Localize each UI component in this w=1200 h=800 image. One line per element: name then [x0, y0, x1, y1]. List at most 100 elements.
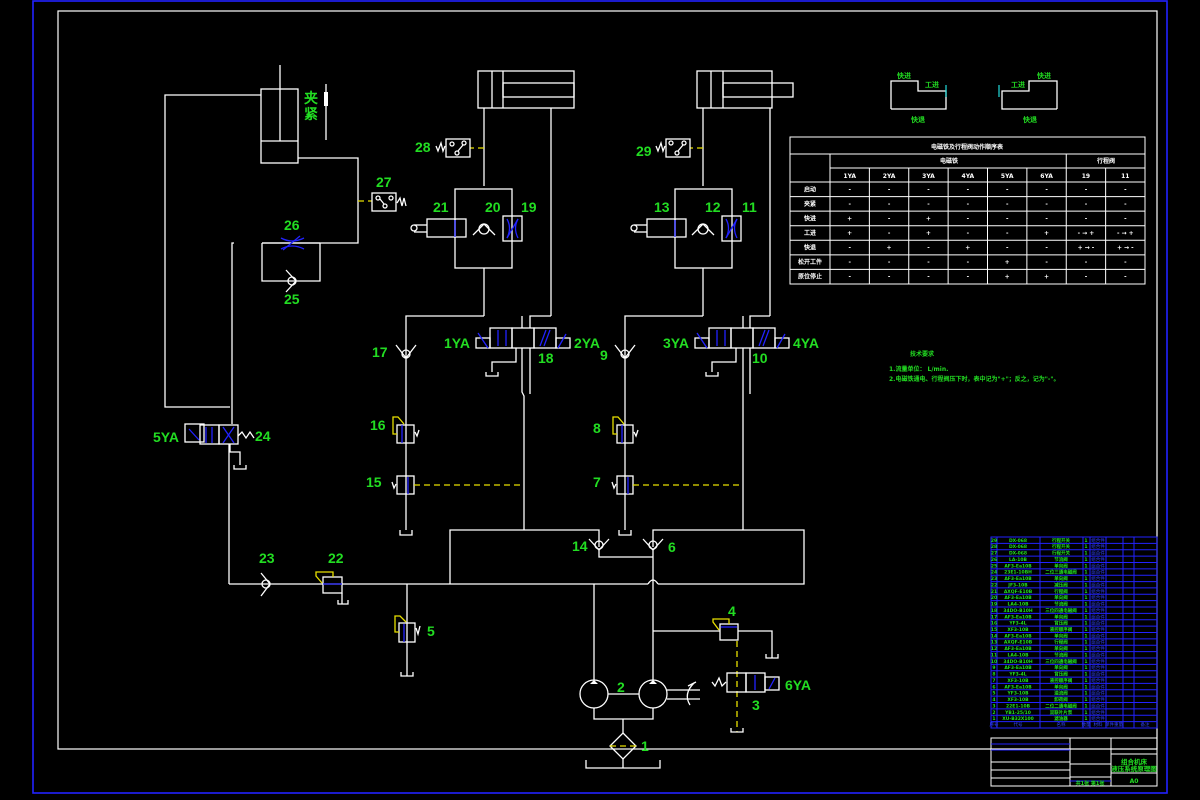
table-cell: + → -	[1117, 245, 1134, 252]
bom-material: 组合件	[1091, 613, 1105, 620]
bom-material: 组合件	[1091, 620, 1105, 627]
bom-name: 单向阀	[1054, 562, 1068, 569]
table-cell: -	[1124, 186, 1127, 193]
bom-material: 组合件	[1091, 658, 1105, 665]
bom-qty: 1	[1084, 538, 1087, 544]
label-1YA: 1YA	[444, 335, 470, 351]
table-cell: -	[927, 186, 930, 193]
bom-no: 16	[991, 621, 997, 627]
bom-code: XU-B32X100	[1002, 716, 1034, 722]
bom-name: 单向阀	[1054, 645, 1068, 652]
svg-text:工进: 工进	[925, 80, 939, 89]
directional-valve-18	[475, 327, 571, 349]
column-header: 11	[1121, 173, 1129, 180]
bom-qty: 1	[1084, 684, 1087, 690]
bom-no: 24	[991, 570, 997, 576]
bom-no: 29	[991, 538, 997, 544]
outer-frame	[32, 0, 1168, 794]
table-cell: -	[1085, 274, 1088, 281]
label-17: 17	[372, 344, 388, 360]
bom-no: 17	[991, 614, 997, 620]
unloading-valve-4	[712, 618, 779, 732]
table-cell: +	[887, 245, 892, 252]
svg-text:快退: 快退	[911, 115, 925, 124]
bom-code: AF3-Ea10B	[1004, 576, 1032, 582]
table-cell: +	[926, 215, 931, 222]
throttle-valve-11	[721, 215, 742, 242]
bom-code: YB1-25/10	[1004, 710, 1031, 716]
label-2: 2	[617, 679, 625, 695]
table-cell: -	[1085, 259, 1088, 266]
bom-code: 34DO-B10H	[1003, 608, 1032, 614]
bom-name: 单向阀	[1054, 575, 1068, 582]
bom-material: 组合件	[1091, 696, 1105, 703]
row-action: 快进	[803, 214, 816, 222]
bom-qty: 1	[1084, 646, 1087, 652]
group-valve-header: 行程阀	[1096, 157, 1115, 165]
bom-code: 23E1-10BH	[1004, 570, 1032, 576]
label-29: 29	[636, 143, 652, 159]
table-cell: -	[888, 201, 891, 208]
sequence-table-title: 电磁铁及行程阀动作顺序表	[931, 143, 1004, 151]
label-24: 24	[255, 428, 271, 444]
table-cell: -	[888, 186, 891, 193]
table-cell: -	[848, 245, 851, 252]
bom-qty: 1	[1084, 576, 1087, 582]
bom-name: 液控顺序阀	[1050, 677, 1073, 684]
sequence-valve-15	[391, 475, 415, 495]
bom-no: 7	[992, 678, 995, 684]
table-cell: -	[1124, 259, 1127, 266]
sheet-size: A0	[1130, 778, 1139, 785]
table-cell: -	[1124, 274, 1127, 281]
label-12: 12	[705, 199, 721, 215]
bom-material: 组合件	[1091, 537, 1105, 544]
table-cell: -	[1085, 186, 1088, 193]
bom-name: 二位三通电磁阀	[1045, 569, 1077, 576]
bom-qty: 1	[1084, 595, 1087, 601]
label-9: 9	[600, 347, 608, 363]
column-header: 6YA	[1040, 173, 1053, 180]
bom-material: 组合件	[1091, 543, 1105, 550]
bom-qty: 1	[1084, 678, 1087, 684]
bom-qty: 1	[1084, 633, 1087, 639]
bom-code: LA4-10B	[1007, 602, 1029, 608]
label-25: 25	[284, 291, 300, 307]
bom-qty: 1	[1084, 691, 1087, 697]
clamp-label-2: 紧	[304, 107, 318, 123]
bom-material: 组合件	[1091, 690, 1105, 697]
bom-qty: 1	[1084, 665, 1087, 671]
table-cell: -	[848, 201, 851, 208]
bom-material: 组合件	[1091, 632, 1105, 639]
back-pressure-valve-8	[612, 416, 639, 444]
bom-no: 14	[991, 633, 997, 639]
table-cell: -	[1006, 245, 1009, 252]
bom-header: 序号	[990, 721, 999, 728]
table-cell: -	[967, 259, 970, 266]
label-21: 21	[433, 199, 449, 215]
label-2YA: 2YA	[574, 335, 600, 351]
bom-material: 组合件	[1091, 550, 1105, 557]
pressure-switch-28	[435, 138, 471, 158]
bom-no: 28	[991, 544, 997, 550]
bom-qty: 1	[1084, 652, 1087, 658]
label-1: 1	[641, 738, 649, 754]
filter-1	[585, 732, 661, 769]
label-18: 18	[538, 350, 554, 366]
label-23: 23	[259, 550, 275, 566]
bom-code: XF3-10B	[1007, 627, 1029, 633]
bom-no: 20	[991, 595, 997, 601]
table-cell: - → +	[1117, 230, 1134, 237]
bom-material: 组合件	[1091, 639, 1105, 646]
bom-no: 19	[991, 602, 997, 608]
bom-name: 行程开关	[1051, 537, 1070, 544]
directional-valve-24	[184, 423, 255, 445]
bom-no: 21	[991, 589, 997, 595]
bom-material: 组合件	[1091, 626, 1105, 633]
bom-no: 13	[991, 640, 997, 646]
table-cell: -	[1006, 215, 1009, 222]
table-cell: -	[1045, 201, 1048, 208]
bom-name: 液控顺序阀	[1050, 626, 1073, 633]
table-cell: -	[1006, 201, 1009, 208]
bom-header: 备注	[1141, 721, 1150, 728]
